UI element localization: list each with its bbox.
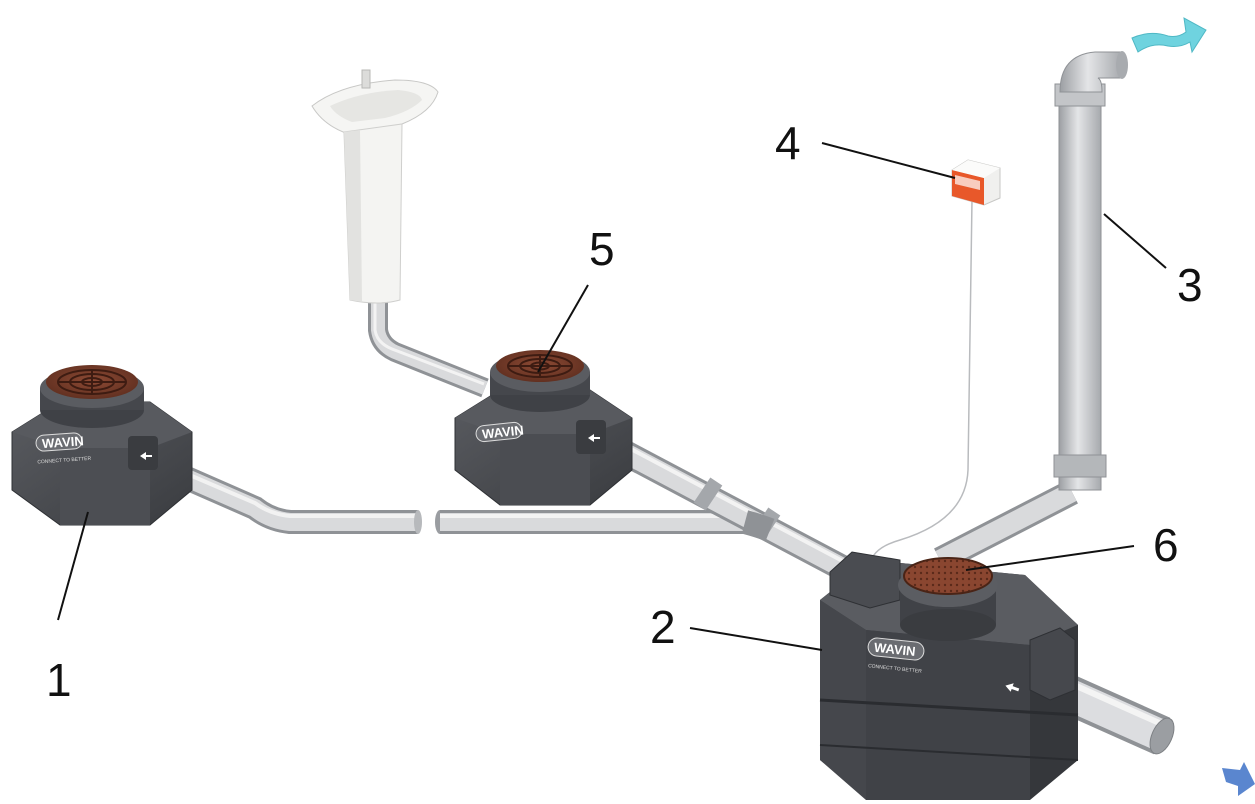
floor-drain-unit-1: WAVIN CONNECT TO BETTER — [11, 365, 193, 526]
brand-logo: WAVIN — [481, 422, 524, 441]
pipe-run-unit-1 — [145, 451, 422, 534]
callout-2: 2 — [650, 601, 676, 653]
leader-line-1 — [57, 511, 89, 621]
leader-line-3 — [1103, 213, 1167, 269]
pipe-run-sink — [368, 300, 489, 398]
pipe-run-main — [435, 510, 745, 534]
leader-line-4 — [821, 142, 956, 179]
brand-tagline: CONNECT TO BETTER — [868, 663, 923, 675]
wavy-arrow-icon — [1131, 17, 1207, 54]
flow-direction-icon — [588, 434, 600, 442]
brand-logo: WAVIN — [42, 433, 85, 451]
callout-4: 4 — [775, 117, 801, 169]
callout-6: 6 — [1153, 519, 1179, 571]
callout-5: 5 — [589, 223, 615, 275]
alarm-controller — [869, 159, 1001, 566]
arrow-icon — [1222, 762, 1255, 796]
leader-line-2 — [689, 627, 823, 651]
separator-tank: WAVIN CONNECT TO BETTER — [819, 551, 1079, 800]
callout-3: 3 — [1177, 259, 1203, 311]
leader-line-6 — [965, 545, 1135, 571]
brand-logo: WAVIN — [873, 640, 916, 659]
brand-tagline: CONNECT TO BETTER — [37, 456, 92, 466]
flow-direction-icon — [140, 452, 152, 460]
wash-basin — [311, 69, 439, 304]
vent-pipe — [934, 51, 1128, 572]
leader-line-5 — [537, 284, 589, 373]
callout-1: 1 — [46, 654, 72, 706]
pipe-run-unit-5 — [603, 433, 857, 584]
leader-lines — [57, 142, 1167, 651]
flow-direction-icon — [1005, 683, 1020, 692]
drain-unit-5: WAVIN — [454, 350, 633, 506]
